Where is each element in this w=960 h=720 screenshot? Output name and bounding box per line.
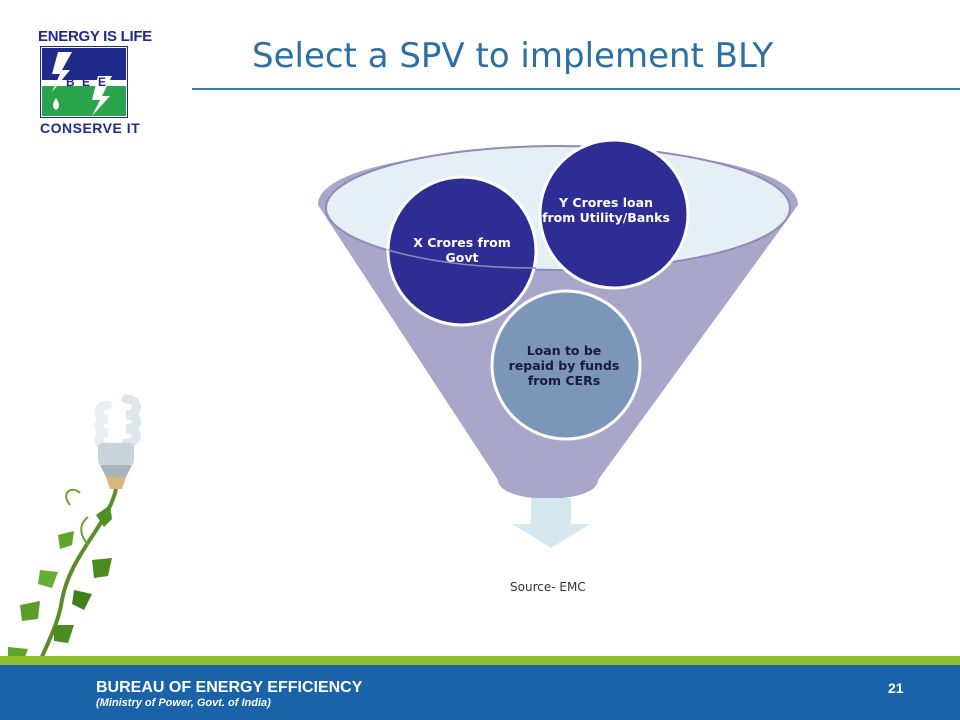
logo-letter-3: E xyxy=(98,75,106,89)
footer-accent-bar xyxy=(0,656,960,665)
bee-logo: ENERGY IS LIFE B E E CONSERVE IT xyxy=(36,28,152,136)
title-divider xyxy=(192,88,960,90)
circle-y xyxy=(538,138,690,290)
logo-top-text: ENERGY IS LIFE xyxy=(38,28,152,45)
page-title: Select a SPV to implement BLY xyxy=(252,36,774,76)
footer-title: BUREAU OF ENERGY EFFICIENCY xyxy=(96,679,363,696)
circle-loan-label: Loan to be repaid by funds from CERs xyxy=(508,342,620,388)
circle-y-label: Y Crores loan from Utility/Banks xyxy=(542,195,670,225)
down-arrow-icon xyxy=(512,498,590,548)
page-number: 21 xyxy=(888,680,904,696)
circle-x xyxy=(386,175,538,327)
logo-letter-1: B xyxy=(66,75,75,89)
logo-letter-2: E xyxy=(82,75,90,89)
footer-bar xyxy=(0,665,960,720)
bee-logo-icon: B E E xyxy=(40,46,128,118)
funnel-rim-edge xyxy=(387,249,537,269)
cfl-bulb-icon xyxy=(94,394,141,489)
source-note: Source- EMC xyxy=(510,580,586,594)
logo-bottom-text: CONSERVE IT xyxy=(40,120,141,136)
footer-subtitle: (Ministry of Power, Govt. of India) xyxy=(96,697,271,709)
circle-loan xyxy=(490,289,642,441)
circle-x-label: X Crores from Govt xyxy=(413,235,511,265)
